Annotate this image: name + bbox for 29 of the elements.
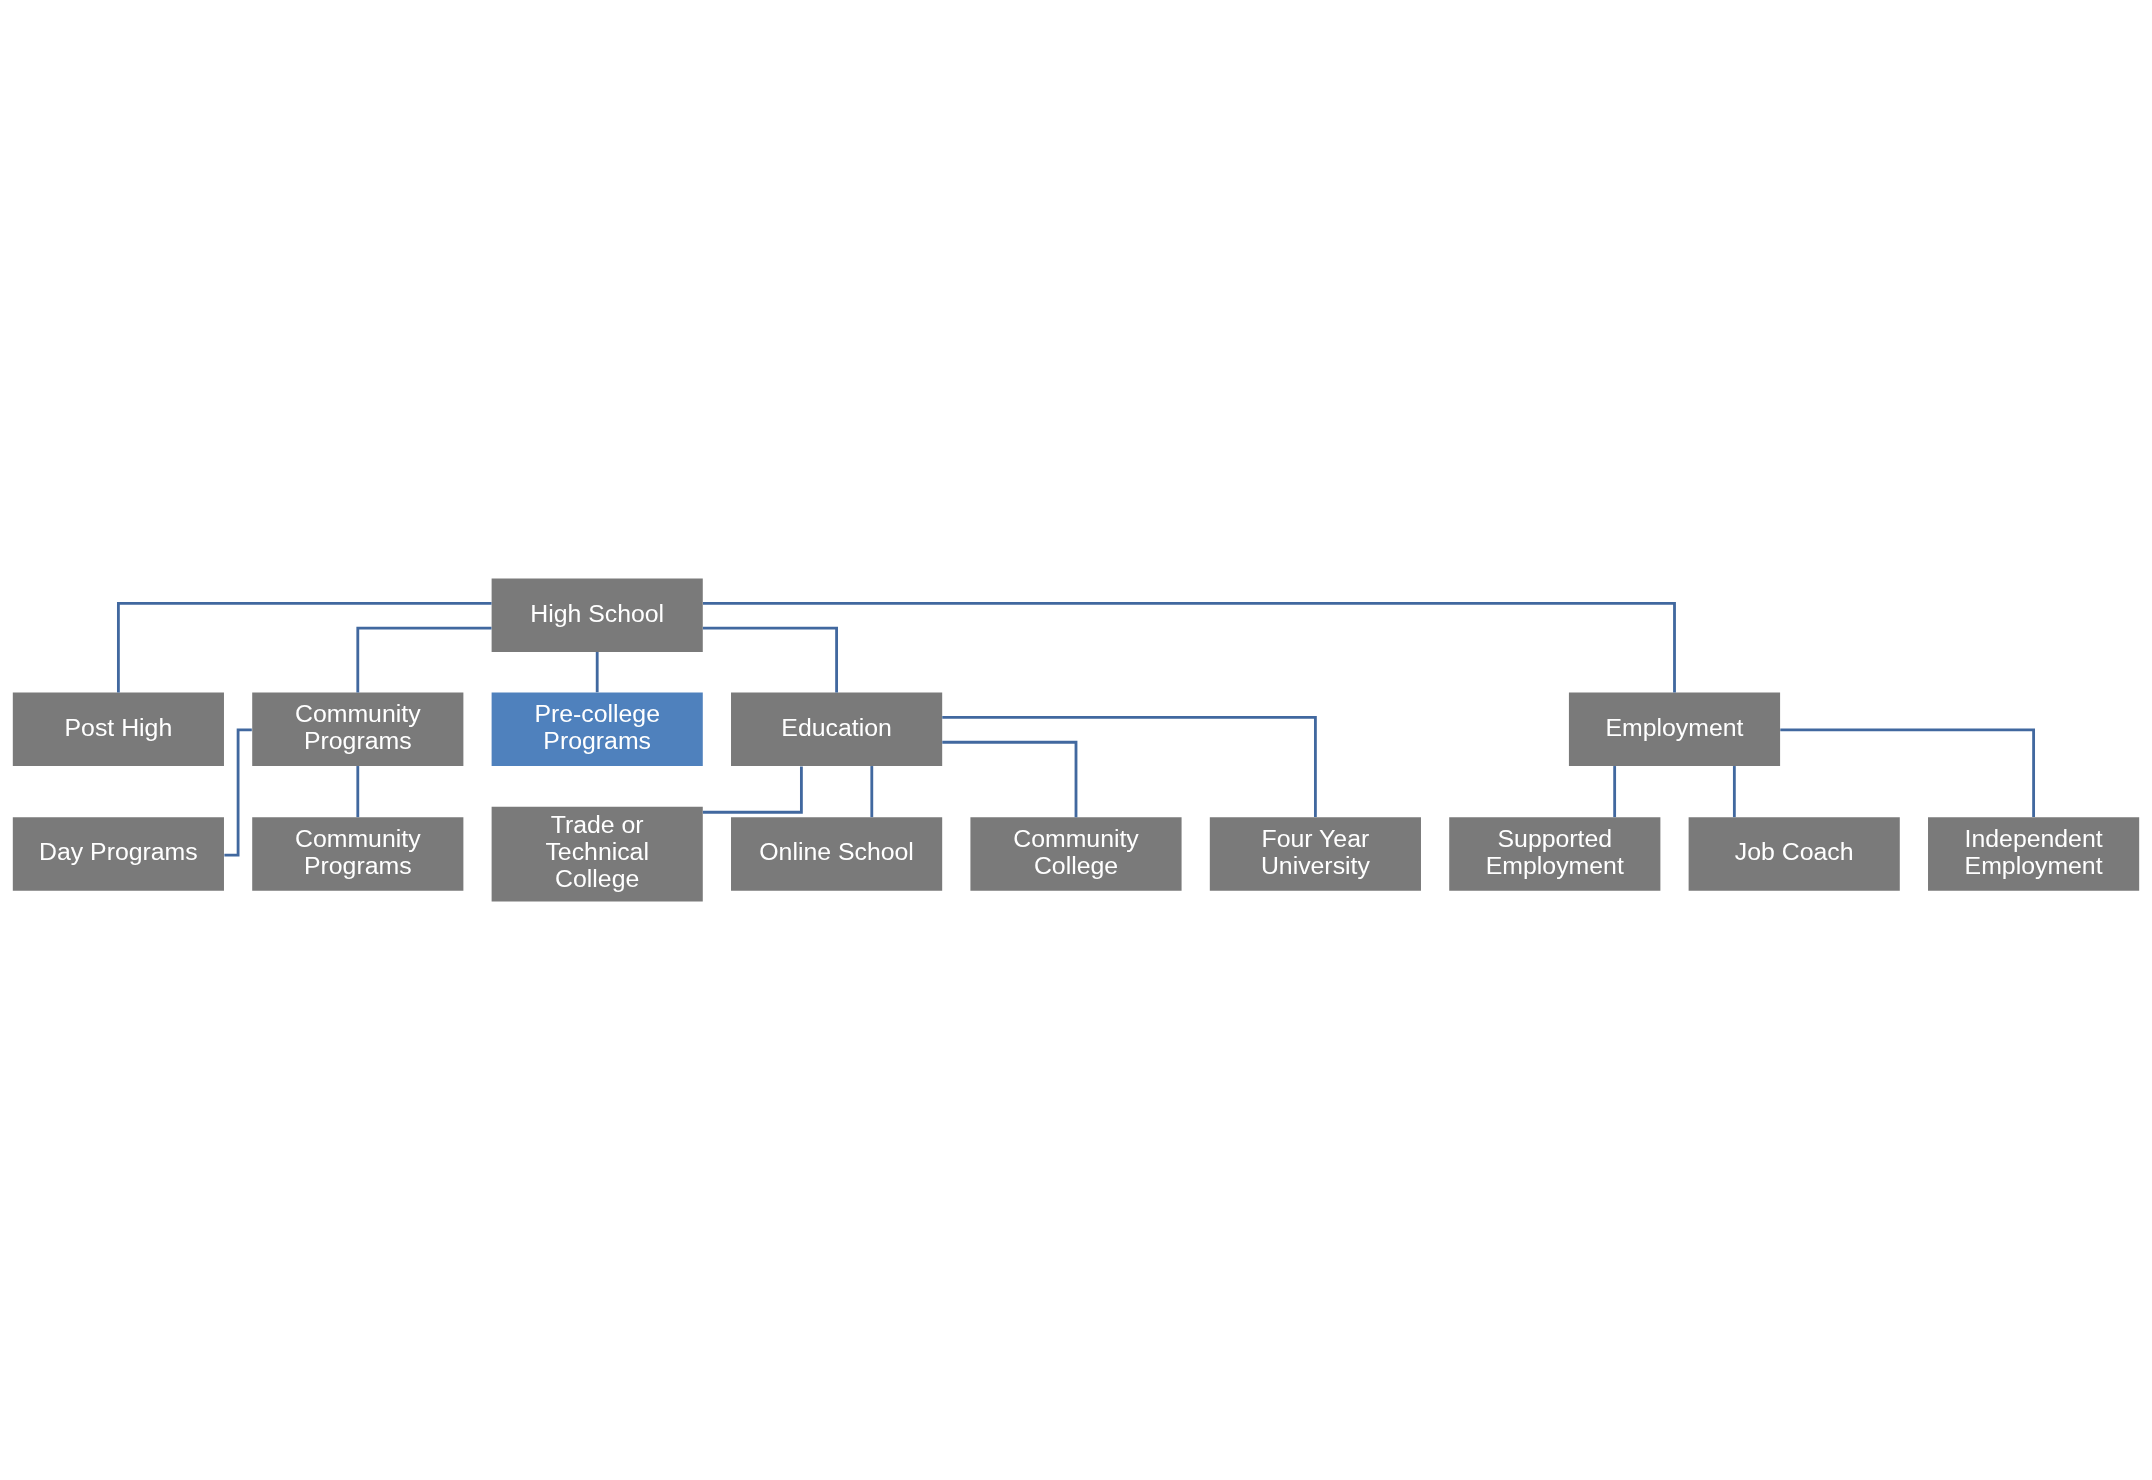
node-box: Supported Employment — [1449, 817, 1661, 891]
node-box: Trade or Technical College — [491, 806, 703, 902]
connector — [942, 740, 1078, 818]
connector — [224, 728, 252, 857]
connector — [356, 626, 492, 693]
connector — [870, 766, 874, 818]
node-box: Day Programs — [12, 817, 224, 891]
node-box: Post High — [12, 692, 224, 766]
connector — [702, 601, 1676, 693]
node-box: Online School — [731, 817, 943, 891]
connector — [702, 766, 803, 814]
connector — [942, 716, 1317, 818]
connector — [595, 651, 599, 693]
connector — [1613, 766, 1617, 818]
connector — [1780, 728, 2035, 818]
node-box: Job Coach — [1688, 817, 1900, 891]
node-box: Pre-college Programs — [491, 692, 703, 766]
node-box: Independent Employment — [1928, 817, 2140, 891]
node-box: Four Year University — [1209, 817, 1421, 891]
node-box: Employment — [1568, 692, 1781, 766]
node-box: High School — [491, 578, 703, 652]
node-box: Community Programs — [252, 817, 464, 891]
connector — [1732, 766, 1736, 818]
node-box: Community Programs — [252, 692, 464, 766]
connector — [702, 626, 838, 693]
node-box: Education — [731, 692, 943, 766]
connector — [356, 766, 360, 818]
connector — [117, 601, 492, 693]
node-box: Community College — [970, 817, 1182, 891]
